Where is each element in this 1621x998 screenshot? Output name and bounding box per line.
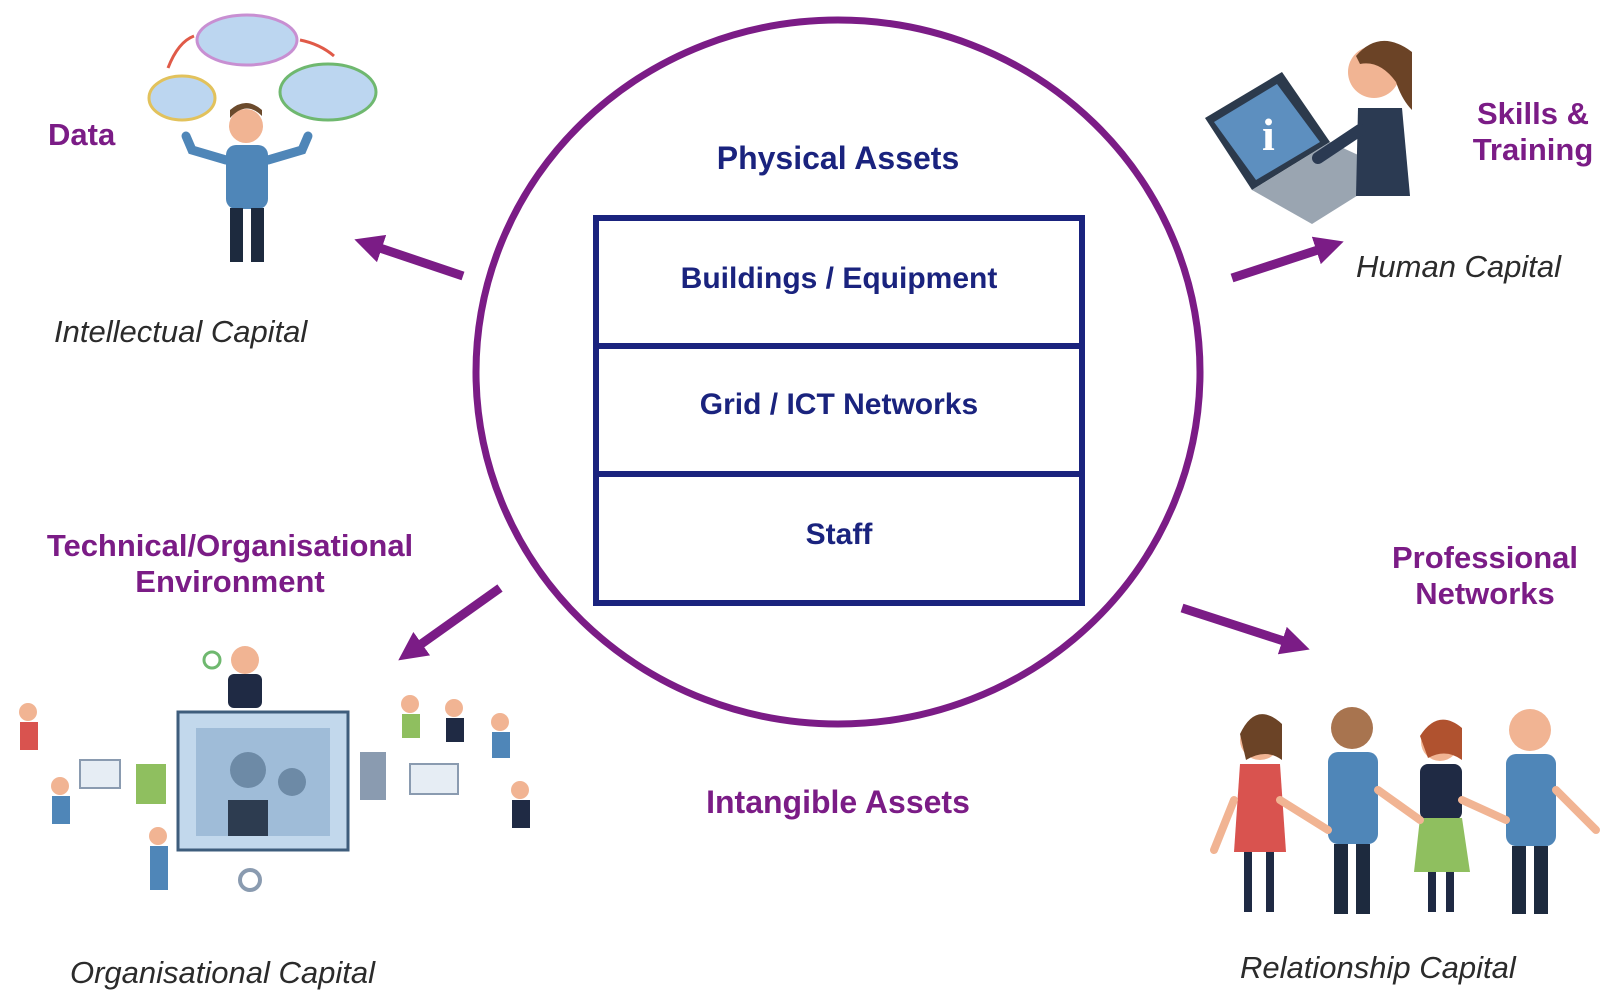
intellectual-capital-caption: Intellectual Capital xyxy=(54,314,308,349)
human-capital-caption: Human Capital xyxy=(1356,249,1562,284)
arrow-to-human xyxy=(1230,236,1344,283)
physical-assets-label: Physical Assets xyxy=(716,140,960,176)
skills-training-line2: Training xyxy=(1472,131,1594,167)
assets-circle xyxy=(472,16,1204,728)
juggling-person-with-clouds-icon xyxy=(147,13,378,262)
asset-row-staff: Staff xyxy=(805,518,873,551)
skills-training-line1: Skills & xyxy=(1477,96,1589,131)
person-at-laptop-icon: i xyxy=(1205,40,1412,224)
data-heading: Data xyxy=(48,117,116,152)
asset-row-networks: Grid / ICT Networks xyxy=(699,388,979,421)
organisational-capital-caption: Organisational Capital xyxy=(70,955,376,990)
asset-row-buildings: Buildings / Equipment xyxy=(680,262,998,295)
svg-text:i: i xyxy=(1262,109,1275,160)
professional-networks-line1: Professional xyxy=(1391,540,1579,575)
arrow-to-intellectual xyxy=(354,234,465,281)
professional-networks-line2: Networks xyxy=(1415,575,1555,611)
technical-organisational-line2: Environment xyxy=(135,563,325,599)
relationship-capital-caption: Relationship Capital xyxy=(1240,950,1516,985)
intangible-assets-label: Intangible Assets xyxy=(706,784,970,820)
arrow-to-relationship xyxy=(1180,603,1310,655)
organisation-machine-icon xyxy=(19,646,530,892)
professional-networks-heading: Professional Networks xyxy=(1360,540,1610,611)
arrow-to-organisational xyxy=(398,584,503,661)
asset-table xyxy=(593,215,1085,606)
skills-training-heading: Skills & Training xyxy=(1448,96,1618,167)
technical-organisational-line1: Technical/Organisational xyxy=(46,528,414,563)
technical-organisational-heading: Technical/Organisational Environment xyxy=(10,528,450,599)
people-holding-hands-icon xyxy=(1210,707,1600,914)
